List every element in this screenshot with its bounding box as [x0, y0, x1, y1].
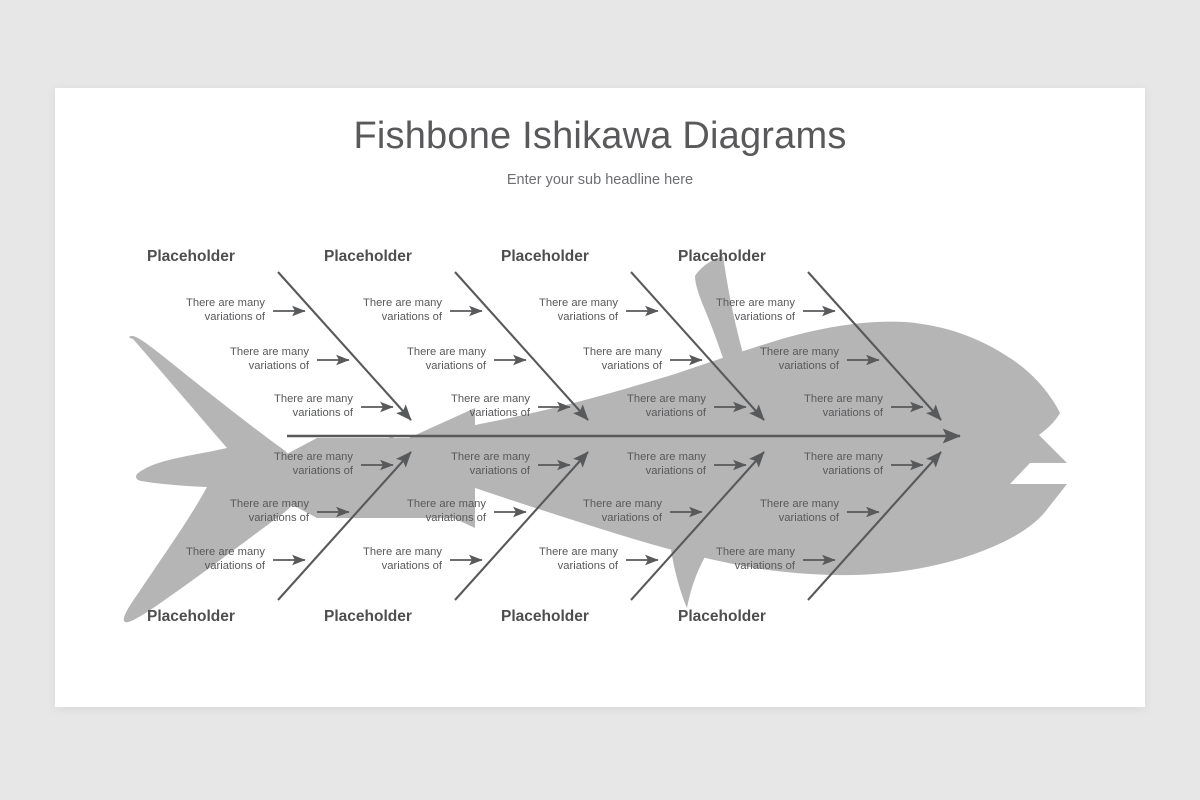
fish-body-shape — [383, 321, 1067, 576]
category-label-top-3[interactable]: Placeholder — [501, 248, 589, 265]
top-bone-2 — [454, 271, 589, 421]
page-title: Fishbone Ishikawa Diagrams — [353, 115, 847, 157]
bottom-bone-2 — [454, 451, 589, 601]
top-bone-1 — [277, 271, 412, 421]
category-label-bottom-1[interactable]: Placeholder — [147, 608, 235, 625]
bottom-bone-4 — [807, 451, 942, 601]
fish-dorsal-fin-shape — [695, 256, 753, 384]
category-label-top-2[interactable]: Placeholder — [324, 248, 412, 265]
bottom-bones — [277, 451, 942, 601]
top-bone-4 — [807, 271, 942, 421]
top-cause-arrows — [273, 305, 924, 413]
fish-tail-shape — [123, 335, 294, 623]
fish-anal-fin-shape — [671, 550, 709, 608]
bottom-cause-arrows — [273, 459, 924, 566]
page-subtitle: Enter your sub headline here — [506, 172, 694, 188]
category-label-top-4[interactable]: Placeholder — [678, 248, 766, 265]
top-bone-3 — [630, 271, 765, 421]
top-bones — [277, 271, 942, 421]
category-label-bottom-4[interactable]: Placeholder — [678, 608, 766, 625]
bottom-bone-3 — [630, 451, 765, 601]
fishbone-diagram: Placeholder Placeholder Placeholder Plac… — [55, 88, 1145, 707]
slide-card: Fishbone Ishikawa Diagrams Enter your su… — [55, 88, 1145, 707]
bottom-bone-1 — [277, 451, 412, 601]
category-label-bottom-2[interactable]: Placeholder — [324, 608, 412, 625]
fishbone-graphic — [123, 256, 1067, 623]
category-label-bottom-3[interactable]: Placeholder — [501, 608, 589, 625]
category-label-top-1[interactable]: Placeholder — [147, 248, 235, 265]
